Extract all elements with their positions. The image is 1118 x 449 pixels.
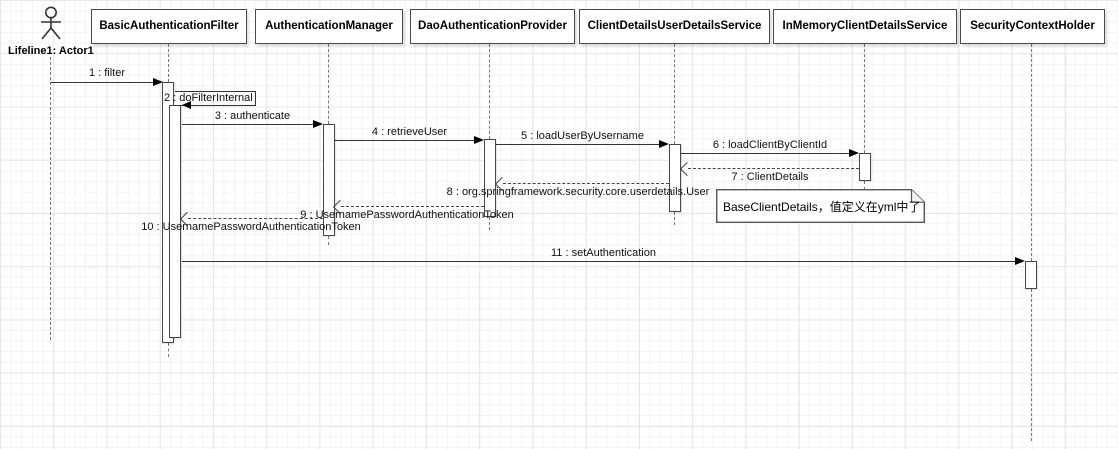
participant-label: DaoAuthenticationProvider [418, 19, 567, 32]
participant-label: BasicAuthenticationFilter [99, 19, 239, 32]
lifeline-authentication-manager-tail[interactable] [328, 236, 329, 245]
actor-stick-figure-icon[interactable] [38, 6, 64, 42]
arrowhead-left-icon [182, 101, 191, 109]
lifeline-in-memory-client-details-service[interactable] [864, 44, 865, 153]
lifeline-authentication-manager[interactable] [328, 44, 329, 124]
note-shape [716, 189, 925, 223]
message-line [188, 218, 323, 219]
message-label: 8 : org.springframework.security.core.us… [446, 186, 710, 198]
participant-basic-authentication-filter[interactable]: BasicAuthenticationFilter [91, 9, 247, 44]
message-line [496, 144, 662, 145]
message-line [182, 124, 316, 125]
message-label: 9 : UsernamePasswordAuthenticationToken [300, 209, 514, 221]
message-line [51, 82, 155, 83]
lifeline-security-context-holder-tail[interactable] [1031, 289, 1032, 441]
lifeline-basic-authentication-filter[interactable] [168, 44, 169, 82]
message-label: 2 : doFilterInternal [164, 92, 253, 104]
self-message-loop [175, 91, 256, 106]
activation-in-memory-client-details-service[interactable] [859, 153, 871, 181]
arrowhead-right-icon [659, 139, 669, 148]
activation-client-details-user-details-service[interactable] [669, 144, 681, 212]
arrowhead-right-icon [313, 119, 323, 128]
message-line [335, 140, 477, 141]
message-line [503, 183, 669, 184]
activation-security-context-holder[interactable] [1025, 261, 1037, 289]
arrowhead-right-icon [153, 77, 163, 86]
message-label: 3 : authenticate [214, 110, 291, 122]
participant-label: InMemoryClientDetailsService [782, 19, 948, 32]
lifeline-in-memory-client-details-service-tail[interactable] [864, 181, 865, 190]
lifeline-security-context-holder[interactable] [1031, 44, 1032, 261]
participant-label: AuthenticationManager [265, 19, 393, 32]
lifeline-client-details-user-details-service-tail[interactable] [674, 212, 675, 225]
message-line [341, 206, 484, 207]
participant-label: ClientDetailsUserDetailsService [587, 19, 762, 32]
message-label: 11 : setAuthentication [551, 247, 656, 259]
arrowhead-right-icon [474, 135, 484, 144]
participant-label: SecurityContextHolder [970, 19, 1095, 32]
note-text: BaseClientDetails，值定义在yml中了 [723, 200, 921, 214]
message-label: 10 : UsernamePasswordAuthenticationToken [141, 221, 361, 233]
participant-authentication-manager[interactable]: AuthenticationManager [255, 9, 403, 44]
arrowhead-right-icon [849, 148, 859, 157]
lifeline-dao-authentication-provider-tail[interactable] [489, 217, 490, 230]
lifeline-actor[interactable] [50, 57, 51, 340]
participant-security-context-holder[interactable]: SecurityContextHolder [960, 9, 1105, 44]
lifeline-client-details-user-details-service[interactable] [674, 44, 675, 144]
activation-dao-authentication-provider[interactable] [484, 139, 496, 217]
message-label: 4 : retrieveUser [371, 126, 448, 138]
message-line [688, 168, 859, 169]
message-line [681, 153, 852, 154]
message-label: 7 : ClientDetails [731, 171, 809, 183]
participant-client-details-user-details-service[interactable]: ClientDetailsUserDetailsService [579, 9, 770, 44]
participant-dao-authentication-provider[interactable]: DaoAuthenticationProvider [410, 9, 575, 44]
activation-authentication-manager[interactable] [323, 124, 335, 236]
message-label: 1 : filter [88, 67, 126, 79]
lifeline-dao-authentication-provider[interactable] [489, 44, 490, 139]
note-base-client-details[interactable]: BaseClientDetails，值定义在yml中了 [716, 189, 925, 223]
arrowhead-right-icon [1015, 256, 1025, 265]
actor-label: Lifeline1: Actor1 [8, 45, 94, 57]
message-line [182, 261, 1018, 262]
message-label: 6 : loadClientByClientId [712, 139, 828, 151]
message-label: 5 : loadUserByUsername [521, 130, 644, 142]
participant-in-memory-client-details-service[interactable]: InMemoryClientDetailsService [773, 9, 957, 44]
lifeline-basic-authentication-filter-tail[interactable] [168, 343, 169, 357]
